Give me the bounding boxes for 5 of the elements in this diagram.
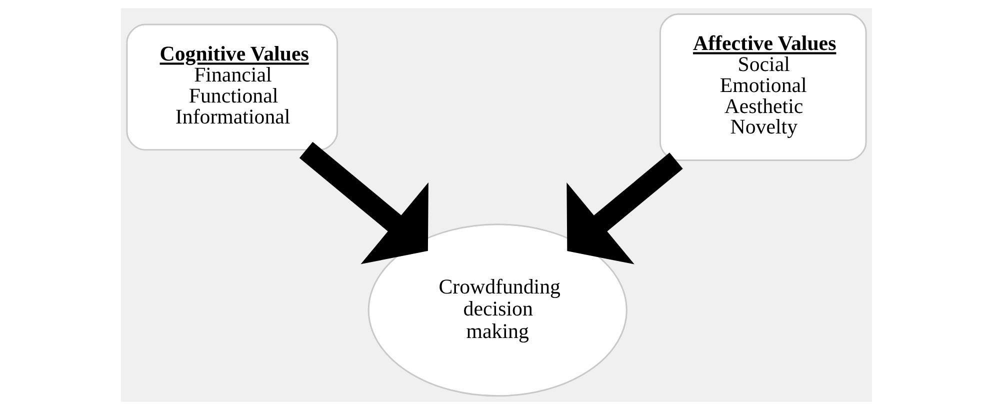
arrow [298,142,428,264]
node-ellipse: Crowdfunding decision making [367,224,627,397]
node-box: Cognitive Values Financial Functional Informational [126,24,338,151]
node-box: Affective Values Social Emotional Aesthetic Novelty [658,13,866,161]
arrow [566,152,682,264]
